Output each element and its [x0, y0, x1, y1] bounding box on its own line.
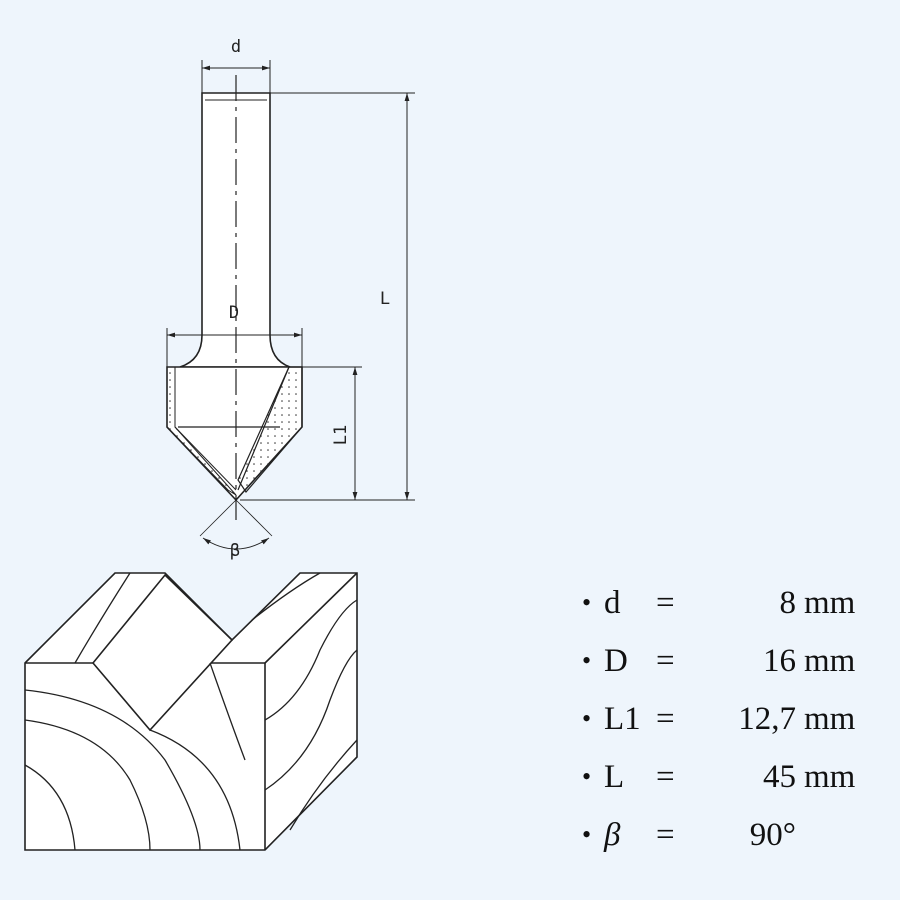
- spec-row-beta: •β=90°: [582, 816, 796, 853]
- wood-block-illustration: [24, 572, 358, 851]
- label-beta: β: [230, 541, 240, 561]
- label-L1: L1: [331, 425, 351, 445]
- label-d: d: [231, 37, 241, 57]
- router-bit-in-groove: [91, 573, 234, 732]
- shank: [179, 92, 291, 368]
- label-D: D: [229, 303, 239, 323]
- label-L: L: [380, 289, 390, 309]
